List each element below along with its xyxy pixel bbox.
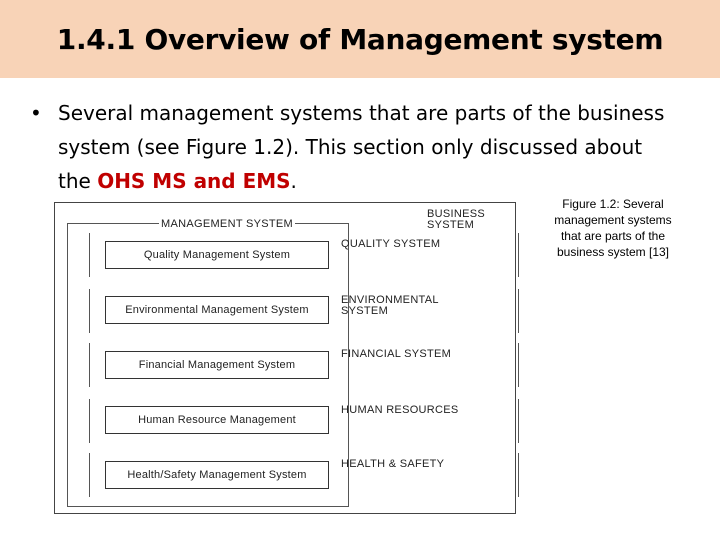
management-system-box: Financial Management System xyxy=(105,351,329,379)
title-bar: 1.4.1 Overview of Management system xyxy=(0,0,720,78)
system-band xyxy=(89,289,519,333)
system-label: FINANCIAL SYSTEM xyxy=(341,348,452,360)
management-system-box: Environmental Management System xyxy=(105,296,329,324)
management-system-box: Health/Safety Management System xyxy=(105,461,329,489)
bullet-text-main: Several management systems that are part… xyxy=(58,101,665,193)
system-band xyxy=(89,233,519,277)
figure-caption: Figure 1.2: Several management systems t… xyxy=(554,197,672,259)
system-band xyxy=(89,399,519,443)
system-label: QUALITY SYSTEM xyxy=(341,238,441,250)
system-label: HUMAN RESOURCES xyxy=(341,404,459,416)
business-system-figure: BUSINESS SYSTEM MANAGEMENT SYSTEM Qualit… xyxy=(54,202,519,514)
system-band xyxy=(89,453,519,497)
management-system-box: Quality Management System xyxy=(105,241,329,269)
slide-title: 1.4.1 Overview of Management system xyxy=(56,22,664,56)
system-band xyxy=(89,343,519,387)
bullet-text: Several management systems that are part… xyxy=(58,96,670,198)
bullet-highlight: OHS MS and EMS xyxy=(97,169,291,193)
management-system-box: Human Resource Management xyxy=(105,406,329,434)
business-system-label: BUSINESS SYSTEM xyxy=(427,208,486,231)
bullet-point: • Several management systems that are pa… xyxy=(30,96,670,198)
system-label: ENVIRONMENTAL SYSTEM xyxy=(341,294,439,317)
bullet-marker: • xyxy=(30,101,42,125)
management-system-label: MANAGEMENT SYSTEM xyxy=(159,218,296,230)
system-label: HEALTH & SAFETY xyxy=(341,458,445,470)
bullet-text-end: . xyxy=(290,169,297,193)
